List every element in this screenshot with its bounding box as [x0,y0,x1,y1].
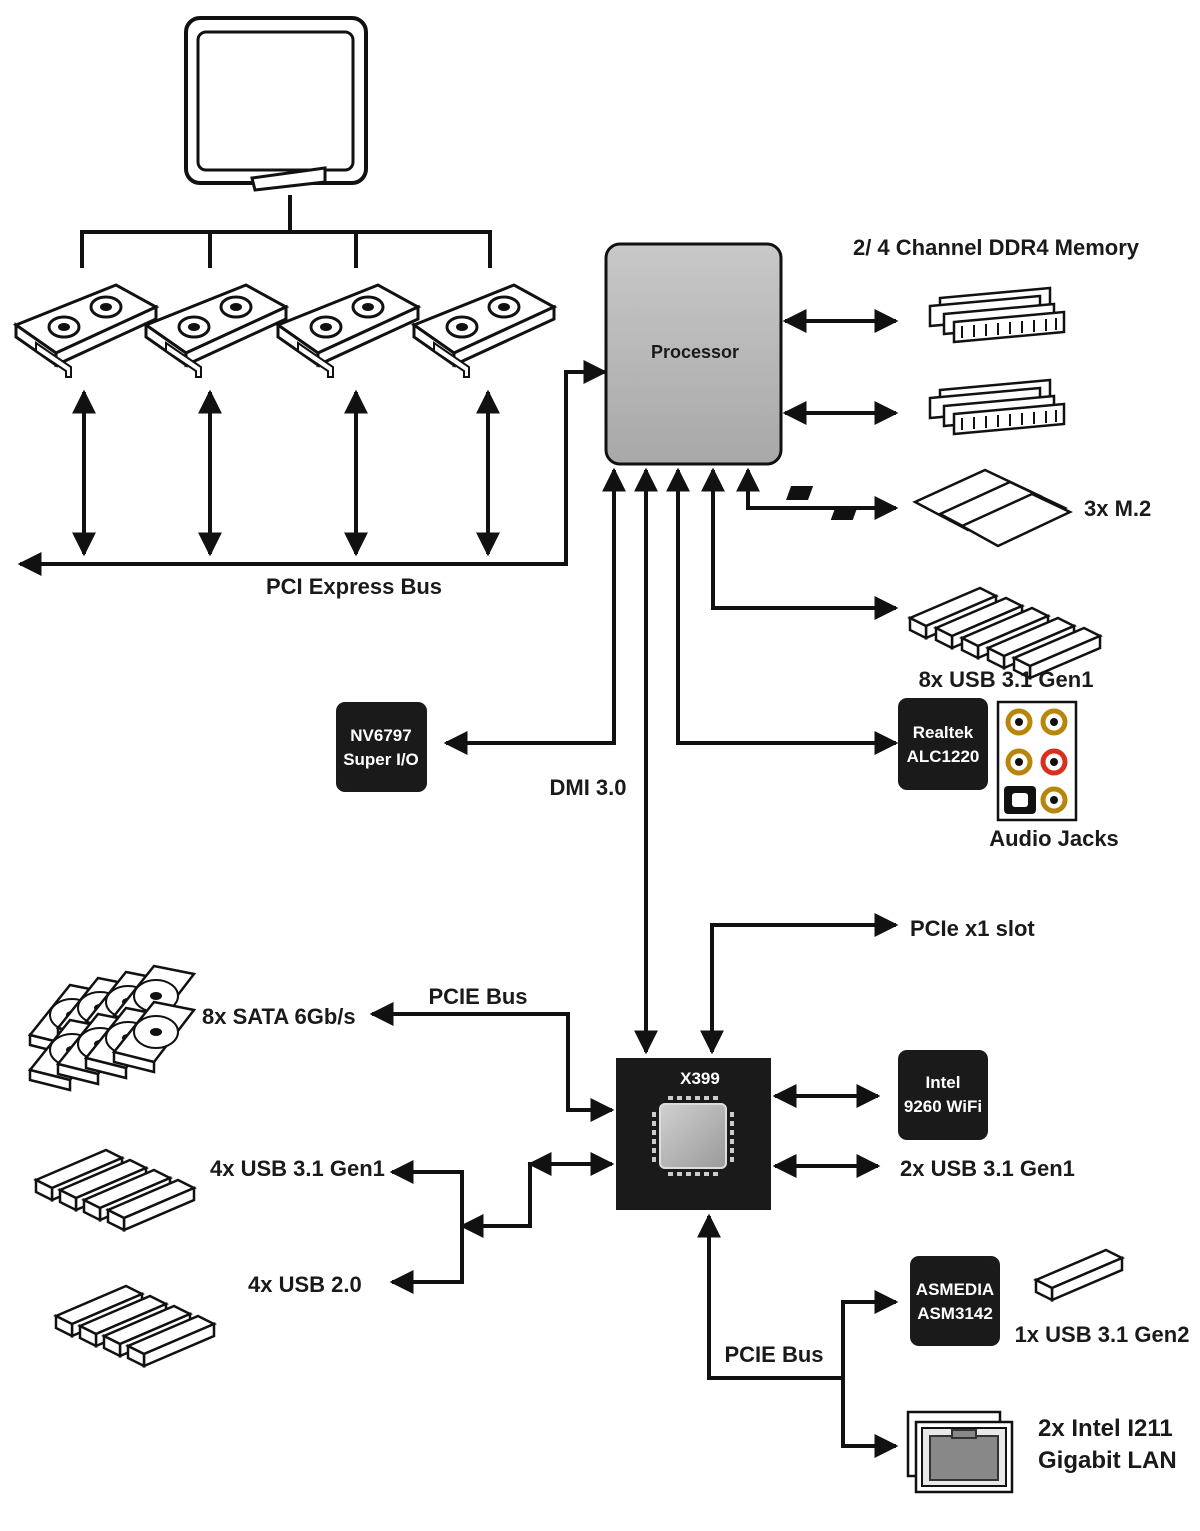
pcie-bus-bottom-label: PCIE Bus [724,1342,823,1367]
super-io-arrow [443,467,626,755]
usb31-left-arrow [389,1160,464,1226]
audio-codec-chip: Realtek ALC1220 [898,698,988,790]
m2-arrow [736,467,899,520]
pcie-x1-label: PCIe x1 slot [910,916,1035,941]
lan-line2: Gigabit LAN [1038,1447,1177,1474]
audio-jacks-label: Audio Jacks [989,826,1119,851]
hard-drive-icon [28,964,196,1092]
wifi-line2: 9260 WiFi [904,1097,982,1116]
asmedia-line1: ASMEDIA [916,1280,994,1299]
usb20-left-label: 4x USB 2.0 [248,1272,362,1297]
sata-arrow [369,1002,615,1122]
graphics-card-icon [276,283,420,379]
usb-left-arrow [459,1162,612,1238]
usb31-gen2-label: 1x USB 3.1 Gen2 [1015,1322,1190,1347]
super-io-line2: Super I/O [343,750,419,769]
usb31-left-label: 4x USB 3.1 Gen1 [210,1156,385,1181]
pcie-bus-top-label: PCIE Bus [428,984,527,1009]
usb-stick-icon [34,1148,196,1232]
dmi-label: DMI 3.0 [549,775,626,800]
graphics-card-icon [14,283,158,379]
m2-label: 3x M.2 [1084,496,1151,521]
usb-stick-icon [1034,1248,1124,1302]
pci-express-bus-label: PCI Express Bus [266,574,442,599]
ethernet-port-icon [906,1410,1014,1494]
lan-arrow [841,1378,899,1458]
wifi-chip: Intel 9260 WiFi [898,1050,988,1140]
graphics-card-icon [144,283,288,379]
processor-block: Processor [604,242,783,466]
usb-stick-icon [54,1284,216,1368]
chipset-label: X399 [680,1069,720,1088]
gpu-bus-arrows [72,389,500,557]
super-io-line1: NV6797 [350,726,411,745]
usb-cpu-label: 8x USB 3.1 Gen1 [919,667,1094,692]
usb20-left-arrow [389,1226,464,1294]
super-io-chip: NV6797 Super I/O [336,702,427,792]
chip-die-icon [652,1096,734,1176]
audio-jack-icon [996,700,1078,822]
usb31-right-label: 2x USB 3.1 Gen1 [900,1156,1075,1181]
memory-title: 2/ 4 Channel DDR4 Memory [853,235,1140,260]
memory-module-icon [928,286,1066,344]
sata-label: 8x SATA 6Gb/s [202,1004,356,1029]
wifi-line1: Intel [926,1073,961,1092]
processor-label: Processor [651,342,739,362]
audio-codec-line2: ALC1220 [907,747,980,766]
pcie-bus-bottom-line [697,1213,843,1380]
audio-arrow [666,467,899,755]
monitor-bus-line [80,230,492,268]
asmedia-chip: ASMEDIA ASM3142 [910,1256,1000,1346]
audio-codec-line1: Realtek [913,723,974,742]
lan-line1: 2x Intel I211 [1038,1415,1173,1442]
monitor-icon [184,16,368,232]
asmedia-line2: ASM3142 [917,1304,993,1323]
graphics-card-icon [412,283,556,379]
pci-express-bus-line [17,360,608,576]
memory-module-icon [928,378,1066,436]
chipset-block: X399 [616,1058,771,1210]
pcie-x1-arrow [700,913,899,1055]
usb-stick-icon [908,586,1102,680]
asmedia-arrow [841,1290,899,1446]
